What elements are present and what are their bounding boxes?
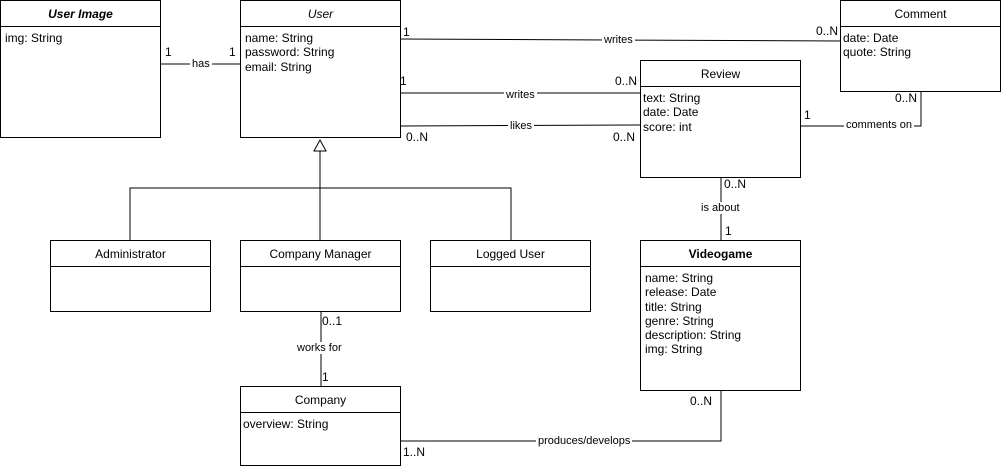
- mult-writes-comment-user: 1: [403, 25, 410, 39]
- attr-overview: overview: String: [243, 417, 329, 431]
- class-company-title: Company: [241, 387, 400, 413]
- class-videogame[interactable]: Videogame name: String release: Date tit…: [640, 240, 801, 391]
- label-works-for: works for: [295, 342, 344, 354]
- class-company-manager[interactable]: Company Manager: [240, 240, 401, 312]
- class-comment[interactable]: Comment date: Date quote: String: [840, 0, 1001, 92]
- mult-has-user: 1: [229, 45, 236, 59]
- class-review[interactable]: Review text: String date: Date score: in…: [640, 60, 801, 178]
- class-company[interactable]: Company overview: String: [240, 386, 401, 466]
- attr-img: img: String: [5, 31, 63, 45]
- attr-text: text: String: [643, 91, 701, 105]
- label-writes-comment: writes: [602, 34, 635, 46]
- class-administrator[interactable]: Administrator: [50, 240, 211, 312]
- label-has: has: [190, 58, 212, 70]
- attr-title: title: String: [645, 299, 702, 314]
- class-user[interactable]: User name: String password: String email…: [240, 0, 401, 138]
- class-review-title: Review: [641, 61, 800, 87]
- mult-comments-on-comment: 0..N: [895, 91, 918, 105]
- attr-date: date: Date: [843, 31, 899, 45]
- mult-writes-review-review: 0..N: [615, 74, 638, 88]
- class-logged-user[interactable]: Logged User: [430, 240, 591, 312]
- mult-is-about-videogame: 1: [725, 224, 732, 238]
- attr-name: name: String: [245, 31, 314, 45]
- attr-img: img: String: [645, 342, 703, 357]
- attr-email: email: String: [245, 59, 312, 74]
- class-company-manager-title: Company Manager: [241, 241, 400, 267]
- label-writes-review: writes: [504, 89, 537, 101]
- mult-writes-review-user: 1: [400, 74, 407, 88]
- class-videogame-title: Videogame: [641, 241, 800, 267]
- attr-genre: genre: String: [645, 313, 714, 328]
- attr-name: name: String: [645, 271, 714, 285]
- mult-works-for-company: 1: [322, 370, 329, 384]
- mult-is-about-review: 0..N: [724, 177, 747, 191]
- class-logged-user-title: Logged User: [431, 241, 590, 267]
- produces-line: [400, 390, 722, 442]
- comments-on-line: [800, 90, 922, 127]
- mult-works-for-manager: 0..1: [322, 314, 343, 328]
- class-comment-title: Comment: [841, 1, 1000, 27]
- attr-release: release: Date: [645, 285, 717, 300]
- generalization-arrowhead: [313, 138, 327, 152]
- attr-password: password: String: [245, 45, 335, 60]
- mult-has-user-image: 1: [165, 45, 172, 59]
- mult-produces-videogame: 0..N: [690, 394, 713, 408]
- attr-description: description: String: [645, 328, 742, 343]
- mult-comments-on-review: 1: [804, 108, 811, 122]
- attr-date: date: Date: [643, 105, 699, 120]
- class-user-title: User: [241, 1, 400, 27]
- attr-score: score: int: [643, 119, 692, 134]
- label-is-about: is about: [699, 202, 742, 214]
- class-user-image-title: User Image: [1, 1, 160, 27]
- mult-likes-user: 0..N: [406, 130, 429, 144]
- mult-writes-comment-comment: 0..N: [816, 24, 839, 38]
- label-produces: produces/develops: [536, 435, 633, 447]
- mult-likes-review: 0..N: [613, 130, 636, 144]
- class-user-image[interactable]: User Image img: String: [0, 0, 161, 138]
- label-likes: likes: [508, 120, 535, 132]
- attr-quote: quote: String: [843, 45, 912, 60]
- mult-produces-company: 1..N: [403, 445, 426, 459]
- label-comments-on: comments on: [844, 119, 915, 131]
- class-administrator-title: Administrator: [51, 241, 210, 267]
